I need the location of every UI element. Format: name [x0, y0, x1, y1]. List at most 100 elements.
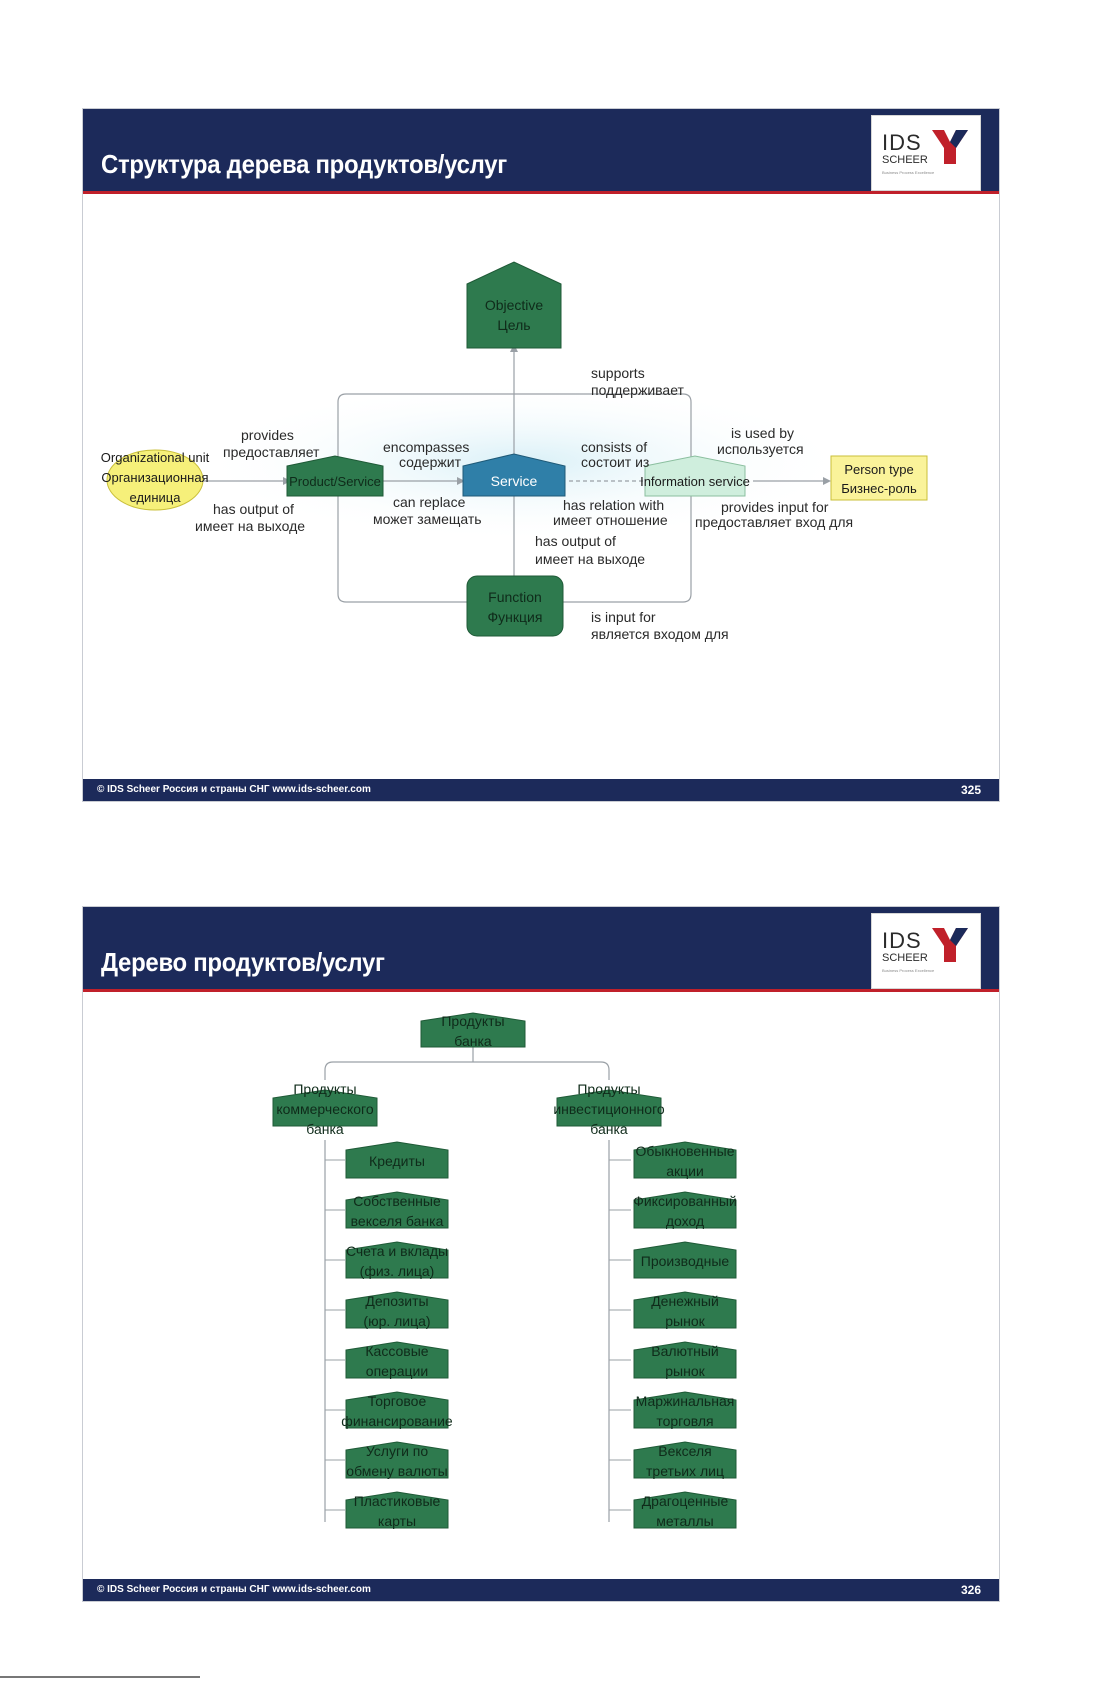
investment-product-node[interactable]: Обыкновенные акции — [633, 1141, 737, 1179]
footer-copyright: © IDS Scheer Россия и страны СНГ www.ids… — [97, 1584, 371, 1595]
product-tree-diagram: ПродуктыбанкаПродуктыкоммерческогобанкаП… — [272, 1012, 737, 1529]
can-replace-label-en: can replace — [393, 494, 466, 510]
service-node[interactable]: Service — [462, 453, 566, 497]
investment-bank-node-label-2: инвестиционного — [553, 1101, 665, 1117]
commercial-product-node-label-2: финансирование — [341, 1413, 453, 1429]
objective-label-ru: Цель — [497, 317, 530, 333]
has-relation-label-en: has relation with — [563, 497, 664, 513]
has-relation-label-ru: имеет отношение — [553, 512, 668, 528]
investment-product-node-label-2: доход — [666, 1213, 704, 1229]
commercial-product-node-label-1: Кассовые — [365, 1343, 428, 1359]
function-node[interactable]: Function Функция — [466, 575, 564, 637]
commercial-product-node[interactable]: Депозиты(юр. лица) — [345, 1291, 449, 1329]
relation-labels: supports поддерживает provides предостав… — [195, 365, 853, 642]
slide-326: Дерево продуктов/услуг IDS SCHEER Busine… — [82, 906, 1000, 1602]
supports-label-ru: поддерживает — [591, 382, 685, 398]
commercial-product-node[interactable]: Счета и вклады (физ. лица) — [345, 1241, 449, 1279]
is-used-by-label-en: is used by — [731, 425, 794, 441]
investment-product-node[interactable]: Маржинальная торговля — [633, 1391, 737, 1429]
provides-label-ru: предоставляет — [223, 444, 320, 460]
consists-of-label-ru: состоит из — [581, 454, 649, 470]
objective-label-en: Objective — [485, 297, 544, 313]
ids-scheer-logo: IDS SCHEER Business Process Excellence — [871, 913, 981, 989]
commercial-product-node-label-2: (физ. лица) — [360, 1263, 435, 1279]
investment-product-node-label-2: металлы — [656, 1513, 713, 1529]
investment-product-node-label-1: Маржинальная — [636, 1393, 735, 1409]
slide-header: Структура дерева продуктов/услуг IDS SCH… — [83, 109, 999, 194]
organizational-unit-node[interactable]: Organizational unit Организационная един… — [101, 449, 210, 511]
product-service-node[interactable]: Product/Service — [286, 455, 384, 497]
has-output-center-en: has output of — [535, 533, 616, 549]
commercial-product-node[interactable]: Торговое финансирование — [341, 1391, 453, 1429]
investment-product-node[interactable]: Драгоценные металлы — [633, 1491, 737, 1529]
is-input-for-label-en: is input for — [591, 609, 656, 625]
commercial-product-node-label-1: Счета и вклады — [346, 1243, 448, 1259]
slide-footer: © IDS Scheer Россия и страны СНГ www.ids… — [83, 1579, 999, 1601]
has-output-left-ru: имеет на выходе — [195, 518, 305, 534]
investment-product-node-label-2: рынок — [665, 1313, 705, 1329]
footer-copyright: © IDS Scheer Россия и страны СНГ www.ids… — [97, 784, 371, 795]
person-type-label-ru: Бизнес-роль — [841, 481, 917, 496]
org-unit-label-ru-1: Организационная — [101, 470, 208, 485]
investment-bank-node-label-3: банка — [590, 1121, 628, 1137]
information-service-label: Information service — [640, 474, 750, 489]
org-unit-label-ru-2: единица — [130, 490, 182, 505]
tree-connectors — [324, 1044, 610, 1522]
is-used-by-label-ru: используется — [717, 441, 804, 457]
product-structure-diagram: Objective Цель Product/Service Service I… — [101, 261, 928, 642]
provides-input-label-en: provides input for — [721, 499, 829, 515]
slide-325: Структура дерева продуктов/услуг IDS SCH… — [82, 108, 1000, 802]
investment-product-node-label-1: Фиксированный — [633, 1193, 737, 1209]
commercial-product-node[interactable]: Кредиты — [345, 1141, 449, 1179]
has-output-left-en: has output of — [213, 501, 294, 517]
commercial-product-node-label-2: обмену валюты — [346, 1463, 447, 1479]
investment-product-node-label-2: акции — [666, 1163, 704, 1179]
person-type-node[interactable]: Person type Бизнес-роль — [830, 455, 928, 501]
commercial-product-node-label-1: Торговое — [368, 1393, 427, 1409]
investment-product-node-label-1: Производные — [641, 1253, 730, 1269]
commercial-product-node-label-1: Кредиты — [369, 1153, 425, 1169]
ids-scheer-logo: IDS SCHEER Business Process Excellence — [871, 115, 981, 191]
investment-product-node-label-2: торговля — [656, 1413, 713, 1429]
service-label: Service — [491, 473, 538, 489]
person-type-label-en: Person type — [844, 462, 913, 477]
investment-product-node-label-1: Драгоценные — [642, 1493, 729, 1509]
can-replace-label-ru: может замещать — [373, 511, 482, 527]
slide-title: Дерево продуктов/услуг — [101, 947, 385, 977]
commercial-bank-node-label-1: Продукты — [293, 1081, 356, 1097]
information-service-node[interactable]: Information service — [640, 455, 750, 497]
provides-input-label-ru: предоставляет вход для — [695, 514, 853, 530]
commercial-product-node-label-1: Услуги по — [366, 1443, 429, 1459]
encompasses-label-ru: содержит — [399, 454, 462, 470]
commercial-product-node[interactable]: Услуги по обмену валюты — [345, 1441, 449, 1479]
page-number: 326 — [960, 1583, 981, 1597]
objective-node[interactable]: Objective Цель — [466, 261, 562, 349]
provides-label-en: provides — [241, 427, 294, 443]
product-service-label: Product/Service — [289, 474, 381, 489]
logo-mark-icon — [932, 130, 968, 164]
org-unit-label-en: Organizational unit — [101, 450, 210, 465]
investment-product-node-label-1: Обыкновенные — [636, 1143, 735, 1159]
is-input-for-label-ru: является входом для — [591, 626, 729, 642]
slide-title: Структура дерева продуктов/услуг — [101, 149, 507, 179]
page-number: 325 — [960, 783, 981, 797]
investment-bank-node-label-1: Продукты — [577, 1081, 640, 1097]
commercial-bank-node-label-2: коммерческого — [276, 1101, 374, 1117]
investment-product-node[interactable]: Производные — [633, 1241, 737, 1279]
investment-product-node-label-2: третьих лиц — [646, 1463, 724, 1479]
function-label-en: Function — [488, 589, 542, 605]
page-bottom-rule — [0, 1676, 200, 1678]
commercial-product-node-label-1: Пластиковые — [354, 1493, 441, 1509]
investment-product-node[interactable]: Фиксированный доход — [633, 1191, 737, 1229]
slide-header: Дерево продуктов/услуг IDS SCHEER Busine… — [83, 907, 999, 992]
has-output-center-ru: имеет на выходе — [535, 551, 645, 567]
investment-bank-node[interactable]: Продукты инвестиционного банка — [553, 1081, 665, 1137]
